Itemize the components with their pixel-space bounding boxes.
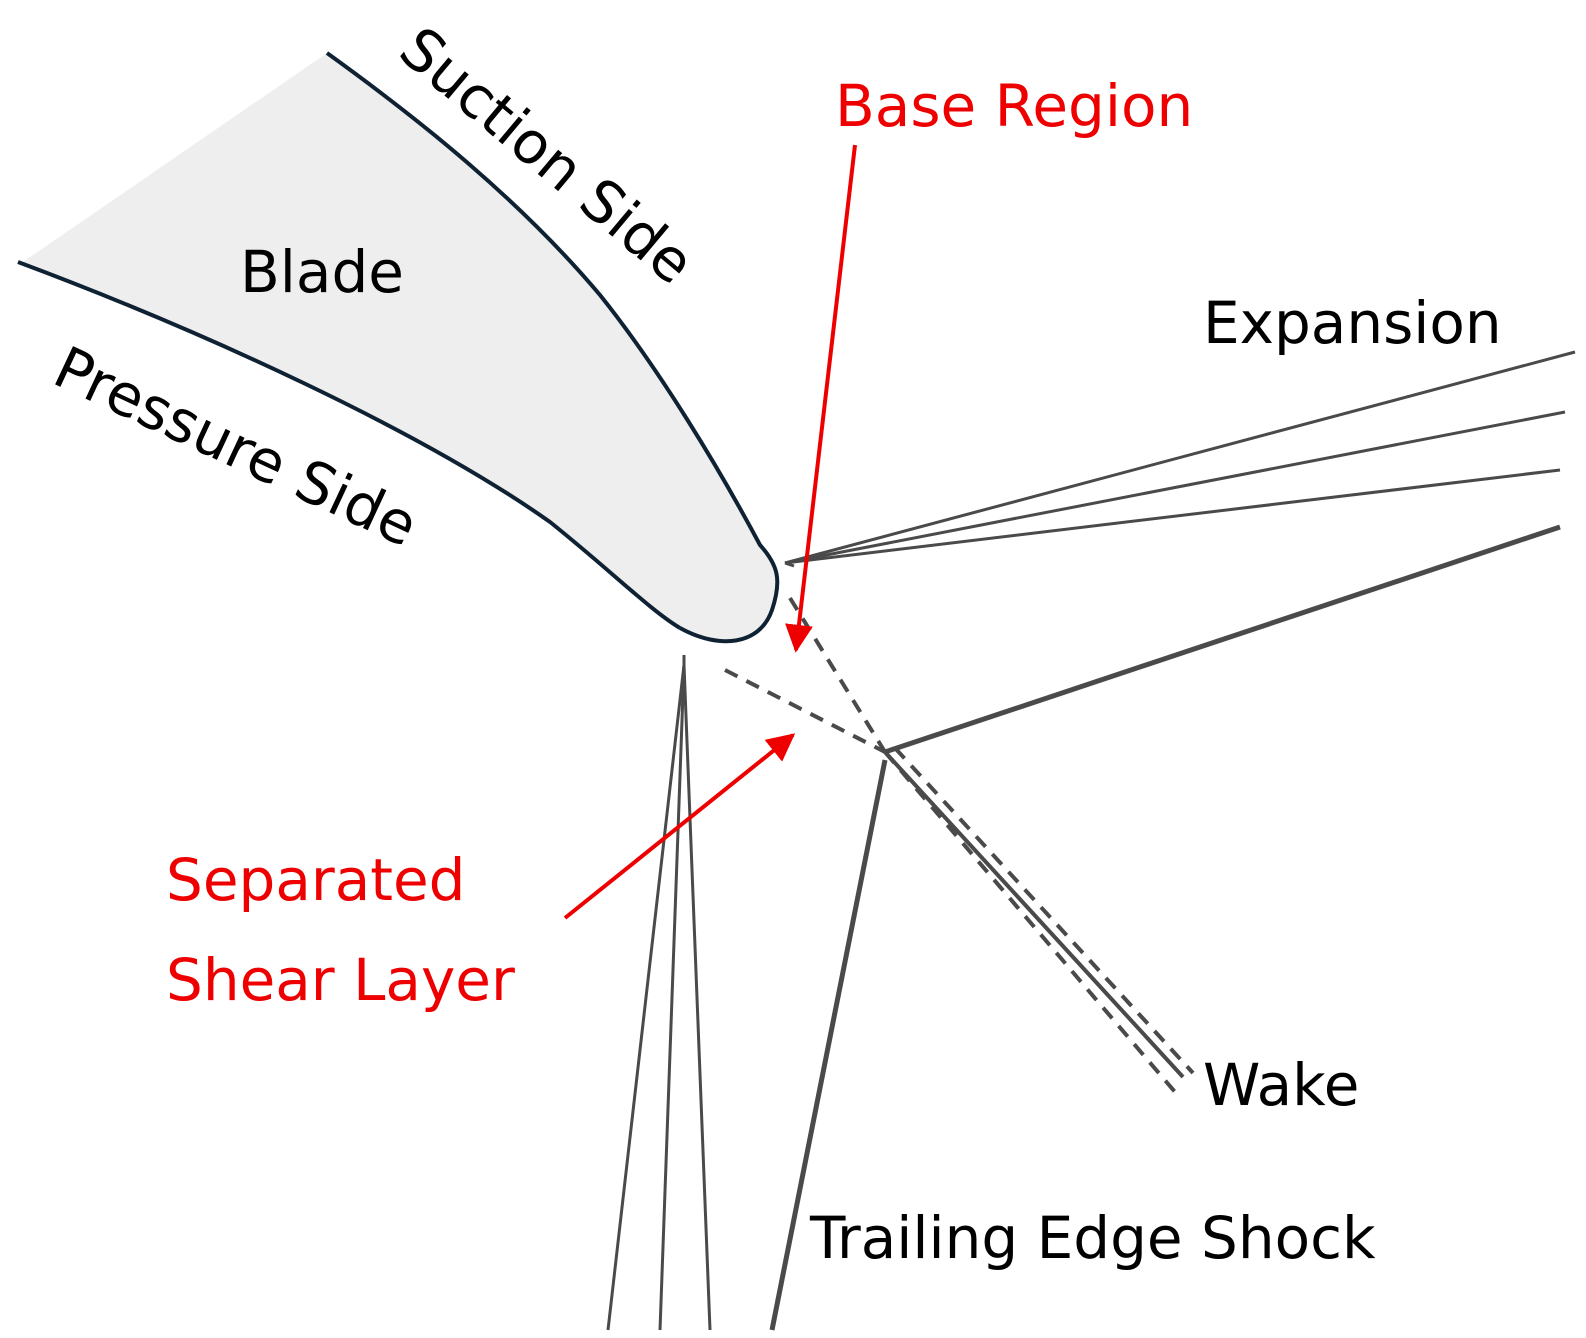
blade-shape [23, 53, 778, 642]
suction-side-surface [325, 51, 780, 644]
pressure-side-waves [606, 655, 712, 1331]
label-trailing-edge-shock: Trailing Edge Shock [809, 1204, 1376, 1272]
base-region-arrow [785, 144, 857, 653]
label-blade: Blade [240, 238, 404, 306]
pressure-side-surface [17, 260, 682, 630]
label-separated: Separated [166, 846, 466, 914]
expansion-fan [784, 350, 1576, 568]
label-shear-layer: Shear Layer [166, 946, 515, 1014]
label-expansion: Expansion [1203, 289, 1502, 357]
trailing-edge-shock-line [769, 759, 888, 1331]
label-wake: Wake [1203, 1051, 1359, 1119]
wake-lines [883, 746, 1195, 1094]
reflected-shock-line [884, 524, 1561, 755]
shear-layer-arrow [563, 733, 796, 920]
label-base-region: Base Region [835, 72, 1193, 140]
